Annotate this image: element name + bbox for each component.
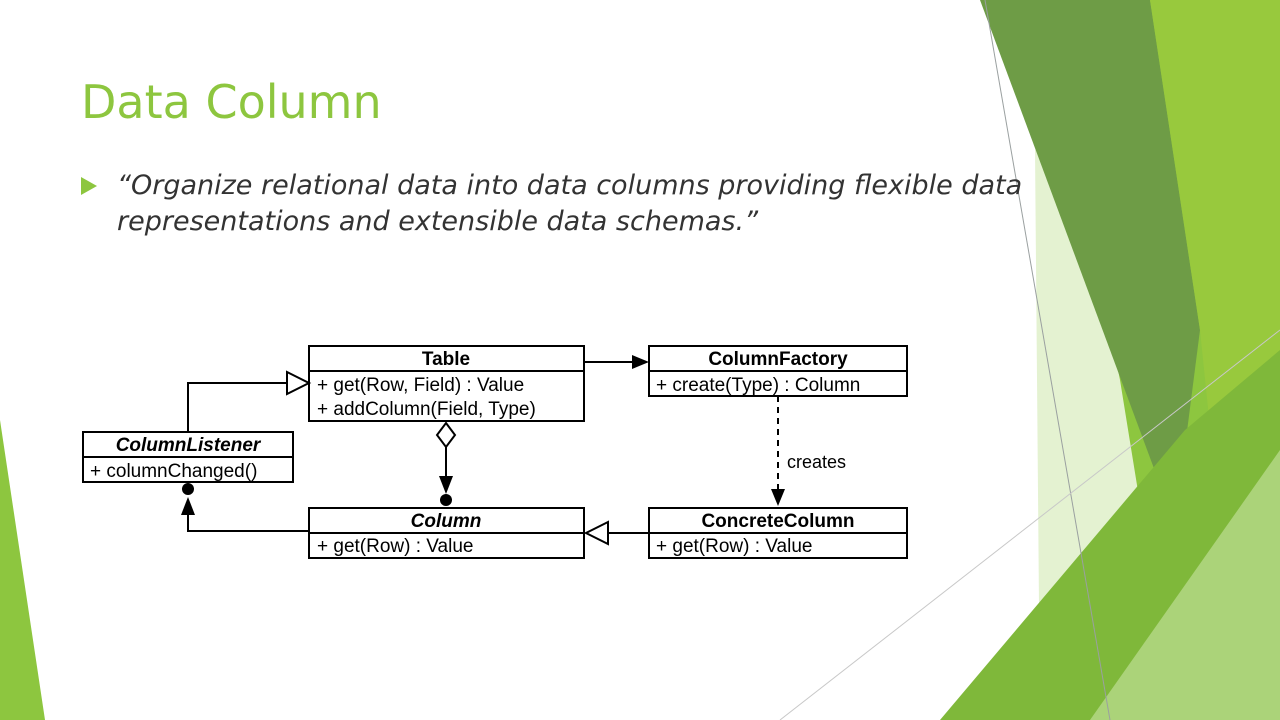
deco-thin-line-2 <box>779 329 1280 720</box>
edge-listener-to-table <box>187 370 312 432</box>
class-name: Table <box>422 349 470 370</box>
class-table: Table + get(Row, Field) : Value + addCol… <box>308 345 585 422</box>
class-name: ColumnFactory <box>708 349 848 370</box>
deco-left-strip <box>0 420 45 720</box>
creates-label: creates <box>787 452 846 472</box>
bullet-arrow-icon <box>81 177 97 195</box>
edge-table-column-aggregation <box>435 421 457 506</box>
edge-table-to-factory <box>584 355 649 369</box>
class-column-listener: ColumnListener + columnChanged() <box>82 431 294 483</box>
slide-title: Data Column <box>81 75 382 129</box>
class-column: Column + get(Row) : Value <box>308 507 585 559</box>
edge-column-to-listener <box>181 483 309 532</box>
operation: + create(Type) : Column <box>656 375 860 396</box>
bullet-text: “Organize relational data into data colu… <box>117 170 1023 237</box>
edge-concrete-to-column <box>583 520 649 546</box>
class-column-factory: ColumnFactory + create(Type) : Column <box>648 345 908 397</box>
operation: + get(Row) : Value <box>317 536 473 557</box>
operation: + addColumn(Field, Type) <box>317 399 536 420</box>
class-name: Column <box>411 511 482 532</box>
operation: + get(Row) : Value <box>656 536 812 557</box>
class-name: ConcreteColumn <box>701 511 854 532</box>
class-name: ColumnListener <box>116 435 262 456</box>
deco-thin-line <box>984 0 1111 720</box>
deco-bottom-light <box>1090 450 1280 720</box>
deco-dark-band <box>980 0 1200 525</box>
operation: + get(Row, Field) : Value <box>317 375 524 396</box>
edge-factory-creates-concrete: creates <box>771 396 846 506</box>
operation: + columnChanged() <box>90 461 257 482</box>
class-concrete-column: ConcreteColumn + get(Row) : Value <box>648 507 908 559</box>
